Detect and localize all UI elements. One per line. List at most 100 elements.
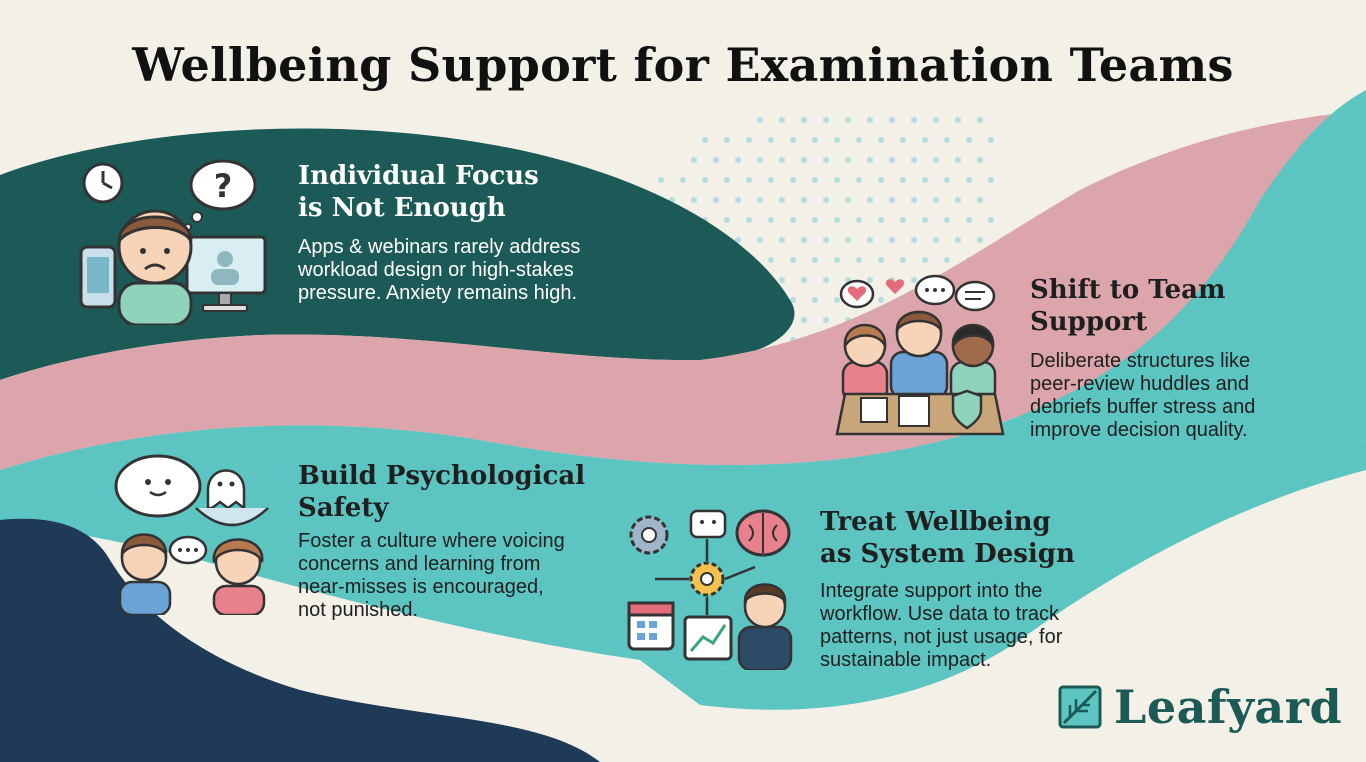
gear-icon	[629, 515, 669, 555]
section-4-body-line: Integrate support into the	[820, 580, 1043, 602]
section-2-body-line: Deliberate structures like	[1030, 350, 1251, 372]
decor-dot	[878, 137, 884, 143]
decor-dot	[834, 137, 840, 143]
decor-dot	[955, 117, 961, 123]
decor-dot	[955, 197, 961, 203]
decor-dot	[801, 237, 807, 243]
decor-dot	[878, 297, 884, 303]
decor-dot	[845, 117, 851, 123]
decor-dot	[779, 237, 785, 243]
decor-dot	[867, 117, 873, 123]
section-3-body-line: not punished.	[298, 599, 419, 621]
decor-dot	[933, 197, 939, 203]
decor-dot	[702, 177, 708, 183]
decor-dot	[911, 237, 917, 243]
decor-dot	[955, 237, 961, 243]
section-3-heading-line-2: Safety	[298, 493, 389, 523]
shield-icon	[951, 389, 983, 430]
psych-safety-illustration	[114, 454, 269, 615]
decor-dot	[911, 277, 917, 283]
teal-wave	[0, 90, 1366, 670]
decor-dot	[823, 117, 829, 123]
phone-icon	[79, 245, 117, 309]
decor-dot	[867, 237, 873, 243]
decor-dot	[966, 137, 972, 143]
chart-icon	[683, 615, 733, 661]
decor-dot	[922, 137, 928, 143]
section-2-heading-line-1: Shift to Team	[1030, 275, 1226, 305]
decor-dot	[757, 237, 763, 243]
decor-dot	[735, 237, 741, 243]
team-members	[841, 310, 997, 404]
decor-dot	[900, 217, 906, 223]
decor-dot	[768, 177, 774, 183]
decor-dot	[790, 257, 796, 263]
decor-dot	[812, 177, 818, 183]
decor-dot	[702, 137, 708, 143]
decor-dot	[922, 257, 928, 263]
stressed-person-illustration: ?	[79, 159, 267, 325]
page-title: Wellbeing Support for Examination Teams	[132, 38, 1234, 92]
question-bubble-icon: ?	[184, 159, 257, 231]
decor-dot	[845, 197, 851, 203]
decor-dot	[966, 177, 972, 183]
section-3-body: Foster a culture where voicing concerns …	[298, 530, 565, 622]
section-4-body-line: workflow. Use data to track	[820, 603, 1059, 625]
decor-dot	[900, 177, 906, 183]
decor-dot	[779, 117, 785, 123]
decor-dot	[658, 177, 664, 183]
decor-dot	[966, 217, 972, 223]
decor-dot	[944, 177, 950, 183]
decor-dot	[977, 237, 983, 243]
decor-dot	[944, 217, 950, 223]
decor-dot	[878, 257, 884, 263]
decor-dot	[955, 157, 961, 163]
decor-dot	[944, 257, 950, 263]
decor-dot	[922, 217, 928, 223]
decor-dot	[933, 237, 939, 243]
section-2-body-line: debriefs buffer stress and	[1030, 396, 1256, 418]
decor-dot	[988, 177, 994, 183]
decor-dot	[768, 217, 774, 223]
section-4-body: Integrate support into the workflow. Use…	[820, 580, 1062, 672]
section-2-body-line: peer-review huddles and	[1030, 373, 1250, 395]
section-4-heading-line-2: as System Design	[820, 539, 1075, 569]
decor-dot	[757, 157, 763, 163]
calendar-icon	[627, 601, 675, 651]
gear-icon	[689, 561, 725, 597]
safety-net-icon	[195, 507, 269, 527]
section-1-body-line: pressure. Anxiety remains high.	[298, 282, 578, 304]
decor-dot	[757, 117, 763, 123]
decor-dot	[823, 197, 829, 203]
decor-dot	[933, 117, 939, 123]
decor-dot	[768, 137, 774, 143]
system-design-illustration	[627, 509, 793, 670]
decor-dot	[834, 297, 840, 303]
decor-dot	[856, 137, 862, 143]
decor-dot	[790, 177, 796, 183]
decor-dot	[735, 197, 741, 203]
decor-dot	[900, 257, 906, 263]
decor-dot	[801, 317, 807, 323]
decor-dot	[757, 197, 763, 203]
decor-dot	[988, 217, 994, 223]
team-support-illustration	[835, 274, 1005, 436]
decor-dot	[691, 157, 697, 163]
decor-dot	[713, 197, 719, 203]
section-3-body-line: Foster a culture where voicing	[298, 530, 565, 552]
pink-wave	[0, 110, 1366, 470]
decor-dot	[790, 297, 796, 303]
section-2-body-line: improve decision quality.	[1030, 419, 1248, 441]
decor-dot	[724, 217, 730, 223]
section-1-body-line: Apps & webinars rarely address	[298, 236, 581, 258]
decor-dot	[812, 217, 818, 223]
decor-dot	[856, 217, 862, 223]
section-1-body-line: workload design or high-stakes	[298, 259, 574, 281]
section-4-body-line: sustainable impact.	[820, 649, 992, 671]
brain-icon	[735, 509, 791, 557]
decor-dot	[746, 177, 752, 183]
decor-dot	[889, 197, 895, 203]
decor-dot	[845, 157, 851, 163]
decor-dot	[867, 197, 873, 203]
decor-dot	[900, 137, 906, 143]
